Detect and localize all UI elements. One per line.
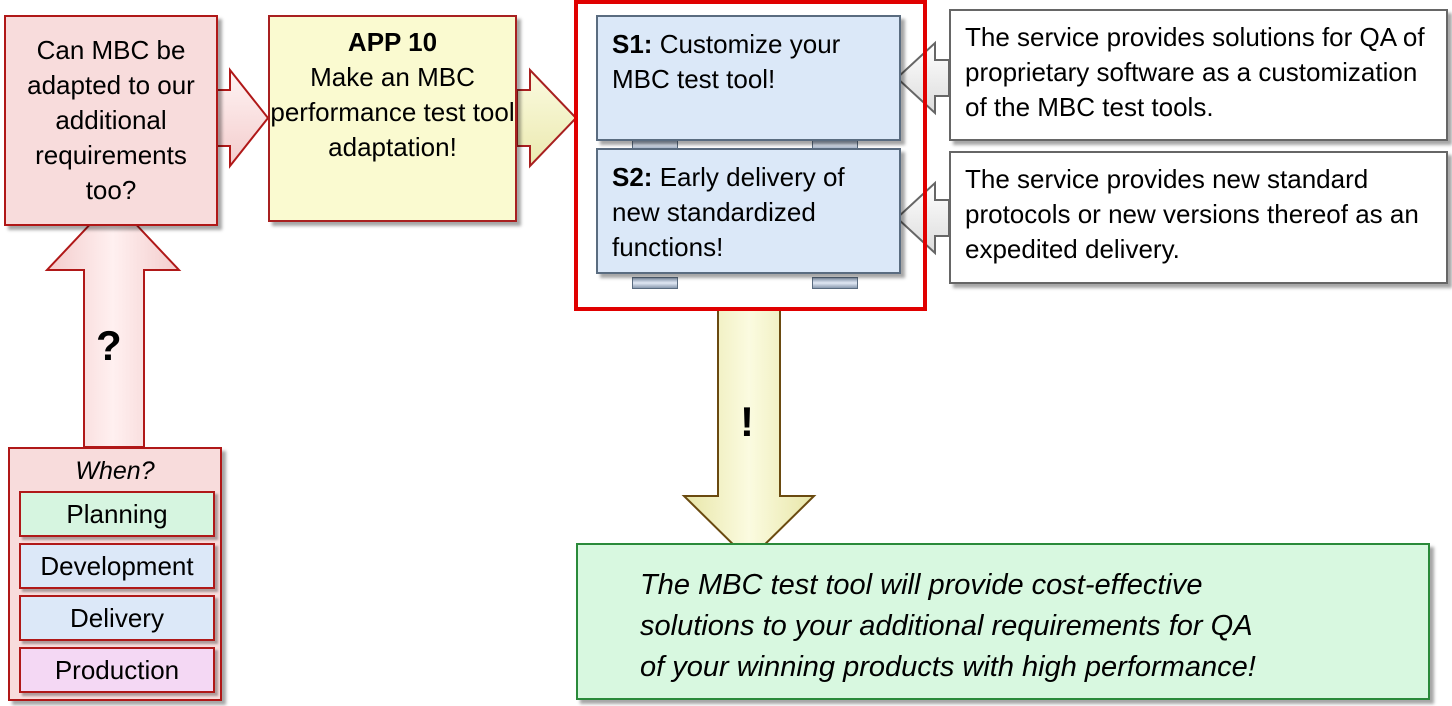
phase-production: Production bbox=[19, 647, 215, 693]
arrow-when-to-question bbox=[44, 198, 182, 448]
result-line: The MBC test tool will provide cost-effe… bbox=[640, 569, 1203, 601]
services-frame bbox=[574, 0, 927, 311]
service-s1: S1: Customize your MBC test tool! bbox=[596, 15, 901, 141]
result-line: solutions to your additional requirement… bbox=[640, 610, 1253, 642]
phase-delivery: Delivery bbox=[19, 595, 215, 641]
service-s2-label: S2: bbox=[612, 162, 653, 192]
arrow-frame-to-result bbox=[681, 307, 817, 562]
question-box: Can MBC be adapted to our additional req… bbox=[4, 15, 218, 226]
service-s2: S2: Early delivery of new standardized f… bbox=[596, 148, 901, 274]
service-s1-text: Customize your MBC test tool! bbox=[612, 29, 841, 94]
exclamation-mark: ! bbox=[740, 398, 754, 445]
note-s1: The service provides solutions for QA of… bbox=[949, 9, 1448, 141]
question-mark: ? bbox=[96, 322, 122, 369]
phase-development: Development bbox=[19, 543, 215, 589]
arrow-app-to-services bbox=[516, 67, 578, 169]
result-line: of your winning products with high perfo… bbox=[640, 651, 1256, 683]
note-s2: The service provides new standard protoc… bbox=[949, 151, 1448, 284]
app-title: APP 10 bbox=[347, 27, 438, 57]
service-leg bbox=[632, 277, 678, 289]
result-box: The MBC test tool will provide cost-effe… bbox=[576, 543, 1430, 700]
app-box: APP 10 Make an MBC performance test tool… bbox=[268, 15, 517, 222]
arrow-question-to-app bbox=[216, 67, 270, 169]
when-title: When? bbox=[75, 457, 155, 485]
service-s2-text: Early delivery of new standardized funct… bbox=[612, 162, 845, 262]
question-text: Can MBC be adapted to our additional req… bbox=[27, 35, 195, 205]
app-text: Make an MBC performance test tool adapta… bbox=[270, 62, 515, 162]
note-s2-text: The service provides new standard protoc… bbox=[965, 164, 1419, 264]
service-leg bbox=[812, 277, 858, 289]
note-s1-text: The service provides solutions for QA of… bbox=[965, 22, 1425, 122]
when-panel: When? Planning Development Delivery Prod… bbox=[8, 447, 222, 701]
phase-planning: Planning bbox=[19, 491, 215, 537]
service-s1-label: S1: bbox=[612, 29, 653, 59]
